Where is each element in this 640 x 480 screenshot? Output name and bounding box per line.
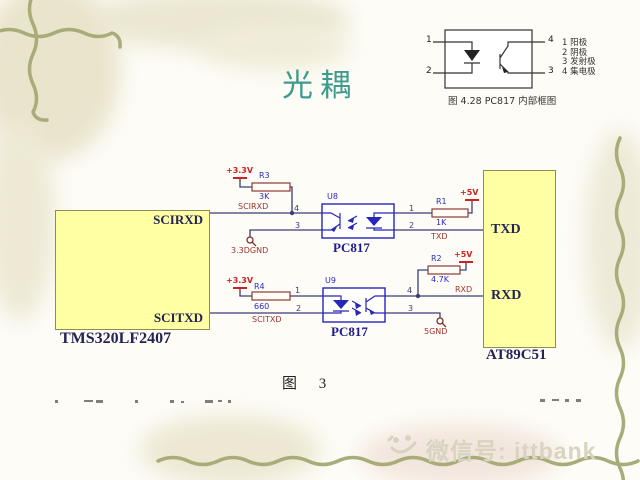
u8-pin-4: 4 [294, 204, 300, 213]
legend-row: 1 阳极 [562, 38, 588, 48]
ref-r1: R1 [436, 197, 447, 206]
chip-pin-txd: TXD [491, 222, 521, 237]
chip-pin-scirxd: SCIRXD [153, 212, 203, 227]
chip-at89c51: TXD RXD [483, 170, 556, 348]
watermark-text: 微信号: ittbank [426, 438, 597, 464]
net-label-scirxd: SCIRXD [238, 202, 269, 211]
ref-r2: R2 [431, 254, 442, 263]
page-title: 光耦 [282, 68, 358, 103]
legend-row: 2 阴极 [562, 47, 588, 58]
ref-r4: R4 [254, 282, 265, 291]
u8-pin-2: 2 [409, 221, 415, 230]
chip-pin-scitxd: SCITXD [153, 310, 203, 325]
part-label-pc817-top: PC817 [333, 240, 370, 255]
power-label-5v-bottom: +5V [454, 250, 473, 259]
inset-pin-2: 2 [426, 66, 432, 76]
power-label-3v3-bottom: +3.3V [226, 276, 254, 285]
u9-pin-3: 3 [408, 304, 414, 313]
net-label-scitxd: SCITXD [252, 315, 282, 324]
inset-pin-3: 3 [548, 66, 554, 76]
power-label-5v-top: +5V [460, 188, 479, 197]
part-label-pc817-bottom: PC817 [331, 324, 368, 339]
u8-pin-1: 1 [409, 204, 415, 213]
smiley-icon [387, 435, 417, 454]
legend-row: 4 集电极 [562, 66, 596, 77]
inset-pin-legend: 1 阳极 2 阴极 3 发射极 4 集电极 [562, 38, 596, 77]
ref-u9: U9 [325, 276, 336, 285]
value-r3: 3K [259, 192, 270, 201]
value-r4: 660 [254, 302, 270, 311]
schematic-wires [210, 177, 483, 328]
inset-pin-4: 4 [548, 35, 554, 45]
net-label-5gnd: 5GND [424, 327, 448, 336]
net-label-rxd: RXD [455, 285, 473, 294]
chip-name-tms320lf2407: TMS320LF2407 [60, 330, 172, 347]
u8-pin-3: 3 [295, 221, 301, 230]
inset-pin-1: 1 [426, 35, 432, 45]
value-r2: 4.7K [431, 275, 449, 284]
power-label-3v3-top: +3.3V [226, 166, 254, 175]
inset-caption: 图 4.28 PC817 内部框图 [448, 96, 557, 107]
u9-pin-2: 2 [296, 304, 302, 313]
figure-caption: 图 3 [282, 376, 336, 392]
chip-name-at89c51: AT89C51 [486, 347, 547, 363]
value-r1: 1K [436, 218, 447, 227]
net-label-txd: TXD [431, 232, 448, 241]
ref-u8: U8 [327, 192, 338, 201]
chip-tms320lf2407: SCIRXD SCITXD [55, 210, 210, 330]
chip-pin-rxd: RXD [491, 288, 522, 303]
net-label-33dgnd: 3.3DGND [231, 246, 269, 255]
u9-pin-1: 1 [295, 286, 301, 295]
u9-pin-4: 4 [407, 286, 413, 295]
ref-r3: R3 [259, 171, 270, 180]
pc817-internal-diagram [433, 29, 545, 89]
legend-row: 3 发射极 [562, 57, 596, 67]
